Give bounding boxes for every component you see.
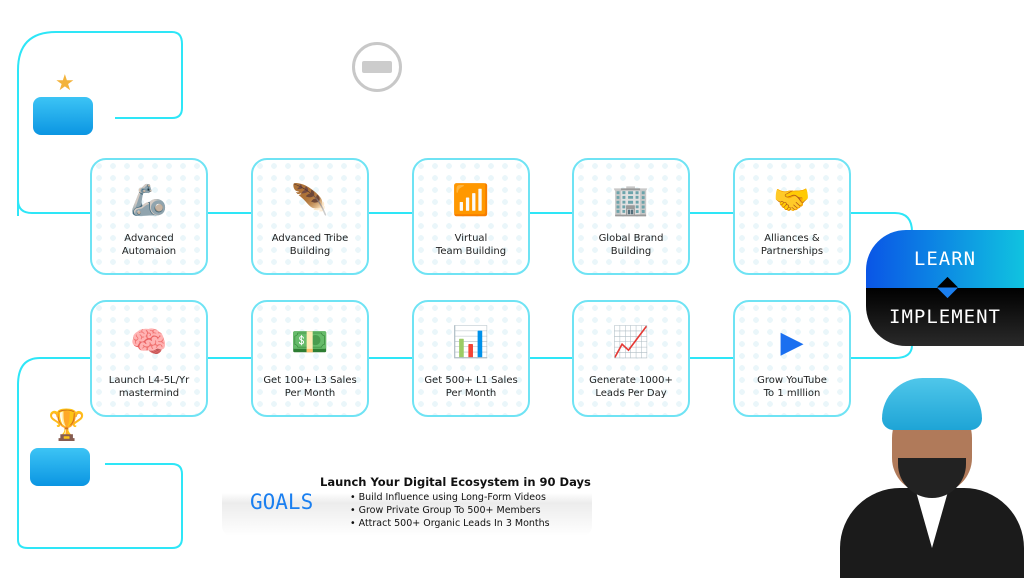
goal-item: Grow Private Group To 500+ Members [350,504,550,517]
card-label: Global Brand Building [598,233,664,257]
card-youtube-growth: ▶ Grow YouTube To 1 mIllion [733,300,851,417]
money-icon: 💵 [291,324,329,360]
card-label: Get 100+ L3 Sales Per Month [263,375,357,399]
goal-item: Attract 500+ Organic Leads In 3 Months [350,517,550,530]
top-trophy-icon: ★ [33,71,93,135]
card-handshake: 🤝 Alliances & Partnerships [733,158,851,275]
card-label: Launch L4-5L/Yr mastermind [108,375,190,399]
goals-title: Launch Your Digital Ecosystem in 90 Days [320,475,591,489]
globe-building-icon: 🏢 [612,182,650,218]
card-money-chart: 📊 Get 500+ L1 Sales Per Month [412,300,530,417]
logo-icon [352,42,402,92]
money-chart-icon: 📊 [452,324,490,360]
card-growth-chart: 📈 Generate 1000+ Leads Per Day [572,300,690,417]
card-wifi-team: 📶 Virtual Team Building [412,158,530,275]
card-label: Grow YouTube To 1 mIllion [757,375,827,399]
implement-badge: IMPLEMENT [866,288,1024,346]
goal-item: Build Influence using Long-Form Videos [350,491,550,504]
card-brain-chip: 🧠 Launch L4-5L/Yr mastermind [90,300,208,417]
goals-label: GOALS [250,490,314,514]
card-label: Alliances & Partnerships [760,233,824,257]
youtube-growth-icon: ▶ [780,324,804,360]
card-robot-arm: 🦾 Advanced Automaion [90,158,208,275]
wifi-team-icon: 📶 [452,182,490,218]
handshake-icon: 🤝 [773,182,811,218]
card-label: Virtual Team Building [435,233,507,257]
card-label: Advanced Automaion [121,233,177,257]
brain-chip-icon: 🧠 [130,324,168,360]
card-tribal-head: 🪶 Advanced Tribe Building [251,158,369,275]
card-label: Advanced Tribe Building [271,233,349,257]
bottom-trophy-icon: 🏆 [30,408,90,486]
robot-arm-icon: 🦾 [130,182,168,218]
card-label: Generate 1000+ Leads Per Day [589,375,673,399]
card-globe-building: 🏢 Global Brand Building [572,158,690,275]
card-money: 💵 Get 100+ L3 Sales Per Month [251,300,369,417]
goals-panel: GOALS Launch Your Digital Ecosystem in 9… [222,470,592,536]
growth-chart-icon: 📈 [612,324,650,360]
presenter-photo [840,378,1024,578]
card-label: Get 500+ L1 Sales Per Month [424,375,518,399]
tribal-head-icon: 🪶 [291,182,329,218]
